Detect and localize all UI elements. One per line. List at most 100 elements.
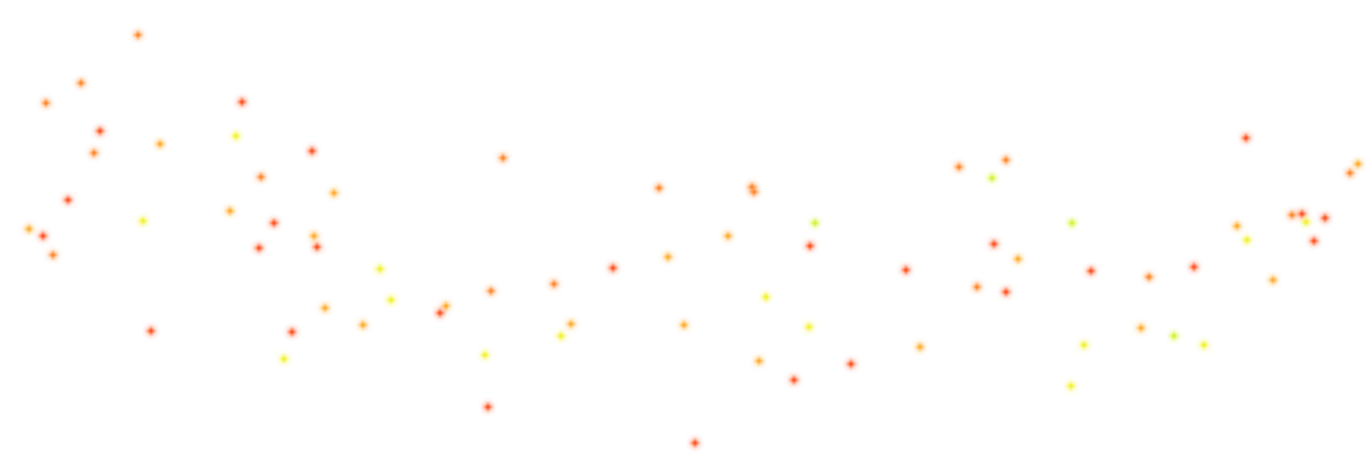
- sparkle-core: [975, 285, 979, 289]
- sparkle-core: [444, 304, 448, 308]
- sparkle-core: [51, 253, 55, 257]
- sparkle-core: [552, 282, 556, 286]
- sparkle-particle: [38, 231, 48, 241]
- sparkle-particle: [309, 231, 319, 241]
- sparkle-core: [290, 330, 294, 334]
- sparkle-core: [904, 268, 908, 272]
- sparkle-particle: [1297, 209, 1307, 219]
- sparkle-core: [1004, 290, 1008, 294]
- sparkle-particle: [901, 265, 911, 275]
- sparkle-core: [1304, 220, 1308, 224]
- sparkle-particle: [663, 252, 673, 262]
- sparkle-core: [1069, 384, 1073, 388]
- sparkle-core: [501, 156, 505, 160]
- sparkle-particle: [279, 354, 289, 364]
- sparkle-particle: [1144, 272, 1154, 282]
- sparkle-particle: [566, 319, 576, 329]
- sparkle-particle: [386, 295, 396, 305]
- sparkle-core: [1356, 162, 1360, 166]
- sparkle-particle: [287, 327, 297, 337]
- sparkle-core: [361, 323, 365, 327]
- sparkle-particle: [608, 263, 618, 273]
- sparkle-particle: [312, 242, 322, 252]
- sparkle-core: [483, 353, 487, 357]
- sparkle-core: [1202, 343, 1206, 347]
- sparkle-particle: [1079, 340, 1089, 350]
- sparkle-core: [1139, 326, 1143, 330]
- sparkle-particle: [231, 131, 241, 141]
- sparkle-particle: [24, 224, 34, 234]
- sparkle-particle: [483, 402, 493, 412]
- sparkle-core: [310, 149, 314, 153]
- sparkle-core: [1323, 216, 1327, 220]
- sparkle-particle: [269, 218, 279, 228]
- sparkle-particle: [155, 139, 165, 149]
- sparkle-core: [282, 357, 286, 361]
- sparkle-particle: [237, 97, 247, 107]
- sparkle-core: [315, 245, 319, 249]
- sparkle-core: [1016, 257, 1020, 261]
- sparkle-particle: [1001, 287, 1011, 297]
- sparkle-particle: [1013, 254, 1023, 264]
- sparkle-particle: [723, 231, 733, 241]
- sparkle-particle: [358, 320, 368, 330]
- sparkle-particle: [225, 206, 235, 216]
- sparkle-particle: [556, 331, 566, 341]
- sparkle-particle: [89, 148, 99, 158]
- sparkle-core: [489, 289, 493, 293]
- sparkle-core: [559, 334, 563, 338]
- sparkle-core: [1300, 212, 1304, 216]
- sparkle-core: [228, 209, 232, 213]
- sparkle-particle: [320, 303, 330, 313]
- sparkle-core: [682, 323, 686, 327]
- sparkle-core: [569, 322, 573, 326]
- sparkle-particle: [480, 350, 490, 360]
- particle-layer: [24, 30, 1363, 448]
- sparkle-core: [1290, 213, 1294, 217]
- sparkle-core: [486, 405, 490, 409]
- sparkle-particle: [1066, 381, 1076, 391]
- sparkle-particle: [989, 239, 999, 249]
- sparkle-particle: [76, 78, 86, 88]
- sparkle-core: [312, 234, 316, 238]
- sparkle-particle: [1232, 221, 1242, 231]
- sparkle-core: [808, 244, 812, 248]
- sparkle-core: [1348, 171, 1352, 175]
- sparkle-particle: [654, 183, 664, 193]
- sparkle-particle: [375, 264, 385, 274]
- sparkle-core: [44, 101, 48, 105]
- sparkle-core: [726, 234, 730, 238]
- sparkle-particle: [1309, 236, 1319, 246]
- sparkle-particle: [486, 286, 496, 296]
- sparkle-core: [141, 219, 145, 223]
- sparkle-core: [752, 190, 756, 194]
- sparkle-core: [1004, 158, 1008, 162]
- sparkle-particle: [789, 375, 799, 385]
- sparkle-core: [66, 198, 70, 202]
- sparkle-particle: [761, 292, 771, 302]
- sparkle-core: [957, 165, 961, 169]
- sparkle-particle: [1001, 155, 1011, 165]
- sparkle-core: [1245, 238, 1249, 242]
- sparkle-particle: [441, 301, 451, 311]
- sparkle-particle: [307, 146, 317, 156]
- sparkle-particle: [915, 342, 925, 352]
- sparkle-particle: [254, 243, 264, 253]
- sparkle-particle: [435, 308, 445, 318]
- sparkle-core: [1271, 278, 1275, 282]
- sparkle-core: [764, 295, 768, 299]
- sparkle-core: [27, 227, 31, 231]
- sparkle-core: [323, 306, 327, 310]
- sparkle-core: [1089, 269, 1093, 273]
- sparkle-particle: [805, 241, 815, 251]
- sparkle-particle: [754, 356, 764, 366]
- sparkle-particle: [95, 126, 105, 136]
- sparkle-particle: [1241, 133, 1251, 143]
- sparkle-particle: [987, 173, 997, 183]
- sparkle-particle: [41, 98, 51, 108]
- sparkle-core: [234, 134, 238, 138]
- sparkle-particle: [1169, 331, 1179, 341]
- sparkle-core: [1172, 334, 1176, 338]
